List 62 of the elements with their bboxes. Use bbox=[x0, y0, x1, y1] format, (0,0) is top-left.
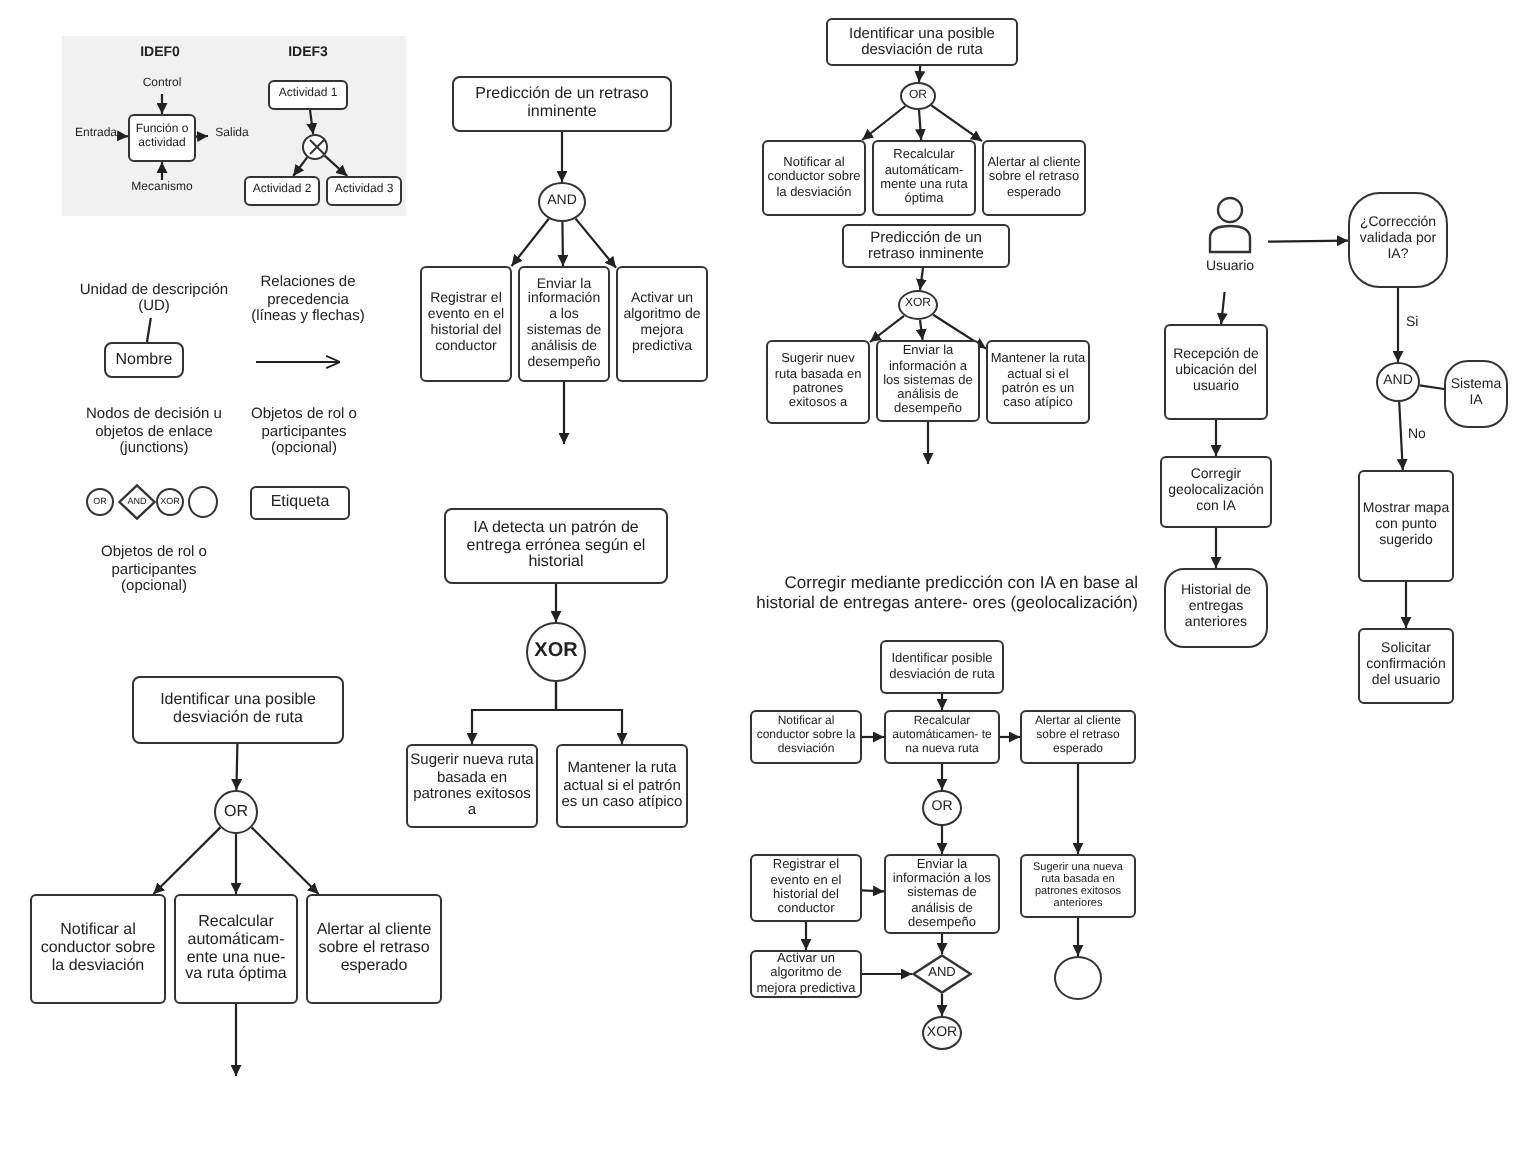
arrow bbox=[862, 968, 912, 980]
arrow bbox=[230, 1004, 242, 1076]
arrow bbox=[1000, 731, 1020, 743]
arrow bbox=[862, 731, 884, 743]
arrow bbox=[323, 154, 348, 177]
process-box: Nombre bbox=[104, 342, 184, 378]
arrow bbox=[1216, 291, 1228, 325]
arrow bbox=[915, 319, 927, 341]
arrow bbox=[510, 218, 550, 267]
arrow bbox=[116, 130, 129, 142]
arrow bbox=[156, 162, 168, 180]
arrow bbox=[914, 65, 926, 83]
arrow bbox=[936, 694, 948, 710]
arrow bbox=[936, 934, 948, 954]
arrow bbox=[558, 382, 570, 444]
arrow bbox=[1400, 582, 1412, 628]
arrow bbox=[1396, 401, 1408, 471]
arrow bbox=[1392, 288, 1404, 362]
arrow bbox=[306, 109, 318, 135]
connector-line bbox=[145, 317, 152, 343]
empty-circle bbox=[188, 486, 218, 518]
arrow bbox=[800, 922, 812, 950]
empty-circle bbox=[1054, 956, 1102, 1000]
arrow bbox=[914, 109, 926, 141]
arrow bbox=[936, 994, 948, 1016]
process-box: IA detecta un patrón de entrega errónea según el historial bbox=[444, 508, 668, 584]
arrow bbox=[916, 267, 927, 291]
arrow bbox=[861, 885, 885, 897]
arrow bbox=[230, 834, 242, 894]
arrow bbox=[930, 104, 983, 143]
arrow bbox=[231, 743, 243, 791]
diagram-heading: Corregir mediante predicción con IA en base al historial de entregas antere- ores (geolocalización) bbox=[754, 574, 1138, 614]
arrow bbox=[1268, 235, 1348, 247]
arrow bbox=[936, 764, 948, 790]
arrow bbox=[1072, 918, 1084, 956]
arrow bbox=[1210, 528, 1222, 568]
process-box: Etiqueta bbox=[250, 486, 350, 520]
process-box: Recalcular automáticam- ente una nue- va ruta óptima bbox=[174, 894, 298, 1004]
arrow bbox=[156, 94, 168, 114]
arrow bbox=[574, 217, 617, 269]
arrow bbox=[922, 422, 934, 464]
junction-circle: XOR bbox=[526, 622, 586, 682]
arrow bbox=[932, 313, 987, 350]
arrow bbox=[250, 826, 320, 895]
arrow bbox=[869, 314, 905, 343]
arrow bbox=[550, 584, 562, 622]
arrow bbox=[1210, 420, 1222, 456]
process-box: Predicción de un retraso inminente bbox=[452, 76, 672, 132]
process-box: Identificar una posible desviación de ruta bbox=[132, 676, 344, 744]
process-box: Notificar al conductor sobre la desviación bbox=[30, 894, 166, 1004]
arrow bbox=[292, 156, 309, 177]
arrow bbox=[1072, 764, 1084, 854]
arrow bbox=[152, 826, 222, 895]
arrow bbox=[557, 222, 569, 266]
connector-line bbox=[1419, 384, 1445, 391]
arrow bbox=[195, 131, 209, 143]
process-box: Alertar al cliente sobre el retraso esperado bbox=[306, 894, 442, 1004]
junction-circle: OR bbox=[214, 790, 258, 834]
arrow bbox=[861, 105, 907, 141]
arrow bbox=[936, 826, 948, 854]
arrow bbox=[556, 132, 568, 182]
arrow bbox=[554, 682, 628, 744]
